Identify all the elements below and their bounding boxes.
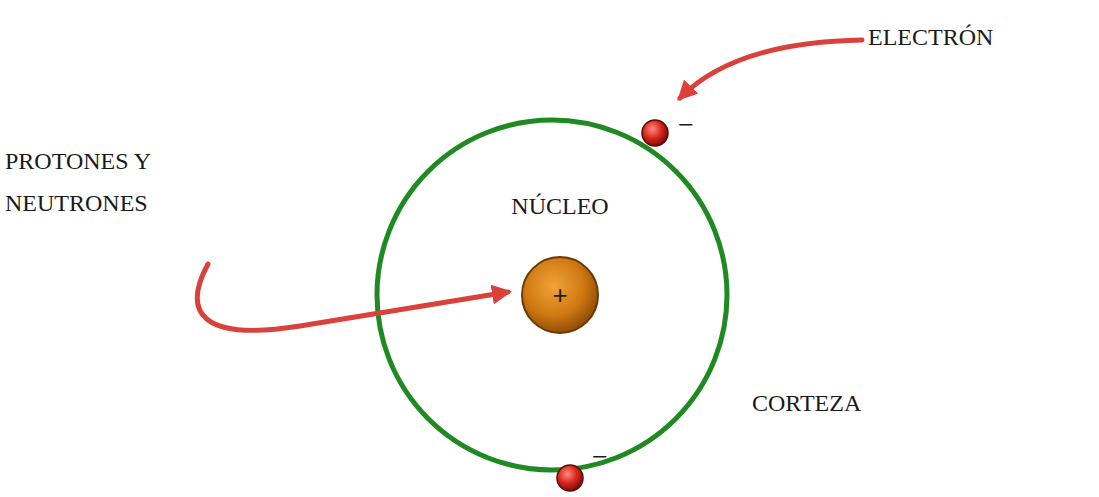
part-label: PROTONES Y NEUTRONES	[5, 140, 260, 224]
charge-sign: −	[678, 104, 694, 146]
charge-sign: +	[520, 255, 600, 335]
leader-arrow	[197, 264, 508, 330]
orbit-shell	[377, 120, 727, 470]
part-label: CORTEZA	[752, 382, 861, 424]
part-label: ELECTRÓN	[868, 16, 993, 58]
charge-sign: −	[592, 436, 608, 478]
part-label: NÚCLEO	[511, 193, 608, 220]
nucleus: NÚCLEO+	[520, 255, 600, 335]
leader-arrow	[680, 40, 862, 98]
electron	[557, 465, 583, 491]
electron	[642, 120, 668, 146]
